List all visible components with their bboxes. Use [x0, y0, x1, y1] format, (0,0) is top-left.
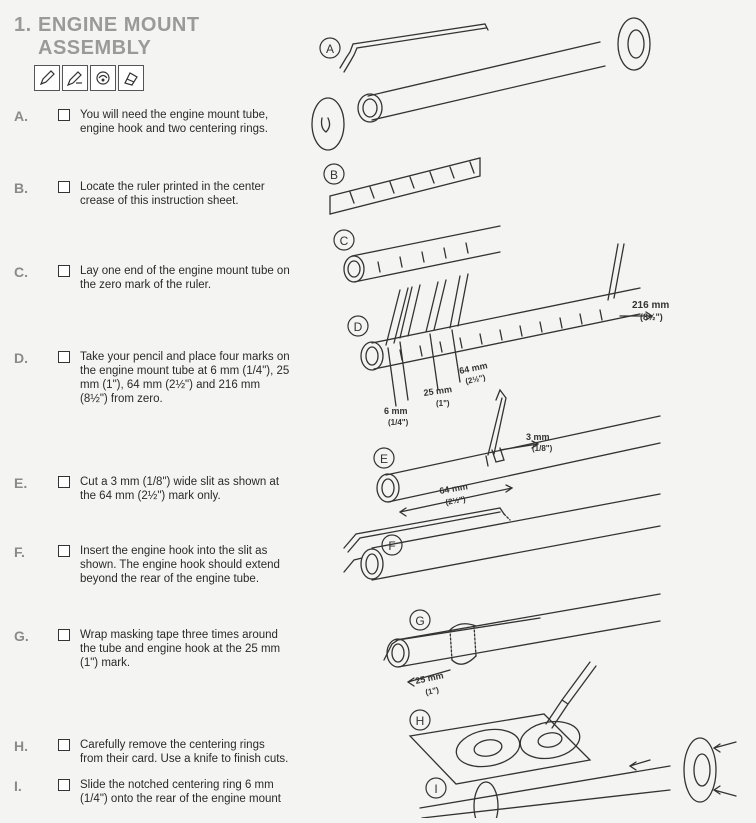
step-letter: A. — [14, 108, 28, 124]
figure-h: H — [408, 661, 597, 785]
step-checkbox[interactable] — [58, 629, 70, 641]
section-title-line2: ASSEMBLY — [38, 37, 152, 59]
instructions-column: 1. ENGINE MOUNT ASSEMBLY A. You will need… — [0, 0, 300, 818]
figure-c: C — [333, 225, 501, 283]
d-dim-216-mm: 216 mm — [632, 300, 669, 311]
e-dim-64-in: (2½") — [445, 495, 467, 507]
section-title: 1. ENGINE MOUNT ASSEMBLY — [14, 14, 254, 60]
step-letter: F. — [14, 544, 25, 560]
step-text: Slide the notched centering ring 6 mm (1… — [80, 779, 281, 805]
step-text: Lay one end of the engine mount tube on … — [80, 265, 290, 291]
section-number: 1. — [14, 14, 32, 36]
step-checkbox[interactable] — [58, 779, 70, 791]
step-letter: C. — [14, 264, 28, 280]
figure-label-g: G — [415, 614, 424, 628]
step-text: Wrap masking tape three times around the… — [80, 629, 281, 669]
step-checkbox[interactable] — [58, 181, 70, 193]
tape-icon — [118, 65, 144, 91]
d-dim-216-in: (8½") — [640, 312, 663, 322]
e-dim-3-in: (1/8") — [532, 444, 553, 453]
e-dim-64-mm: 64 mm — [439, 481, 469, 496]
step-text: Take your pencil and place four marks on… — [80, 351, 290, 405]
figure-label-e: E — [380, 452, 388, 466]
figure-label-h: H — [416, 714, 425, 728]
illustrations-column: A B C 216 mm (8½") 64 mm (2½") 25 mm — [300, 0, 756, 823]
skill-icons — [34, 65, 144, 91]
section-title-line1: ENGINE MOUNT — [38, 14, 200, 36]
step-letter: H. — [14, 738, 28, 754]
step-text: Cut a 3 mm (1/8") wide slit as shown at … — [80, 476, 280, 502]
figure-e: 3 mm (1/8") 64 mm (2½") E — [373, 388, 661, 517]
pencil-icon — [34, 65, 60, 91]
figure-f: F — [343, 493, 661, 581]
step-checkbox[interactable] — [58, 476, 70, 488]
d-dim-25-mm: 25 mm — [423, 384, 453, 398]
figure-label-c: C — [340, 234, 349, 248]
step-letter: I. — [14, 778, 22, 794]
glue-hand-icon — [90, 65, 116, 91]
step-checkbox[interactable] — [58, 545, 70, 557]
g-dim-25-mm: 25 mm — [414, 670, 444, 686]
d-dim-6-in: (1/4") — [388, 418, 409, 427]
step-text: You will need the engine mount tube, eng… — [80, 109, 269, 135]
step-checkbox[interactable] — [58, 265, 70, 277]
figure-label-i: I — [434, 782, 437, 796]
step-letter: D. — [14, 350, 28, 366]
g-dim-25-in: (1") — [425, 685, 440, 697]
step-letter: G. — [14, 628, 29, 644]
d-dim-6-mm: 6 mm — [384, 406, 408, 416]
figure-b: B — [323, 157, 481, 215]
step-letter: E. — [14, 475, 28, 491]
step-checkbox[interactable] — [58, 739, 70, 751]
assembly-illustrations: A B C 216 mm (8½") 64 mm (2½") 25 mm — [311, 17, 737, 823]
figure-label-f: F — [388, 539, 395, 553]
figure-i: I — [419, 737, 737, 823]
figure-g: 25 mm (1") G — [383, 593, 661, 697]
d-dim-25-in: (1") — [436, 399, 450, 408]
step-text: Locate the ruler printed in the center c… — [80, 181, 265, 207]
step-letter: B. — [14, 180, 28, 196]
step-checkbox[interactable] — [58, 109, 70, 121]
figure-label-b: B — [330, 168, 338, 182]
step-text: Carefully remove the centering rings fro… — [80, 739, 289, 765]
figure-a: A — [311, 17, 651, 151]
figure-d: 216 mm (8½") 64 mm (2½") 25 mm (1") 6 mm… — [347, 243, 669, 427]
figure-label-a: A — [326, 42, 334, 56]
d-dim-64-in: (2½") — [465, 373, 487, 386]
step-text: Insert the engine hook into the slit as … — [80, 545, 280, 585]
step-checkbox[interactable] — [58, 351, 70, 363]
figure-label-d: D — [354, 320, 363, 334]
cutting-pencil-icon — [62, 65, 88, 91]
e-dim-3-mm: 3 mm — [526, 432, 550, 442]
